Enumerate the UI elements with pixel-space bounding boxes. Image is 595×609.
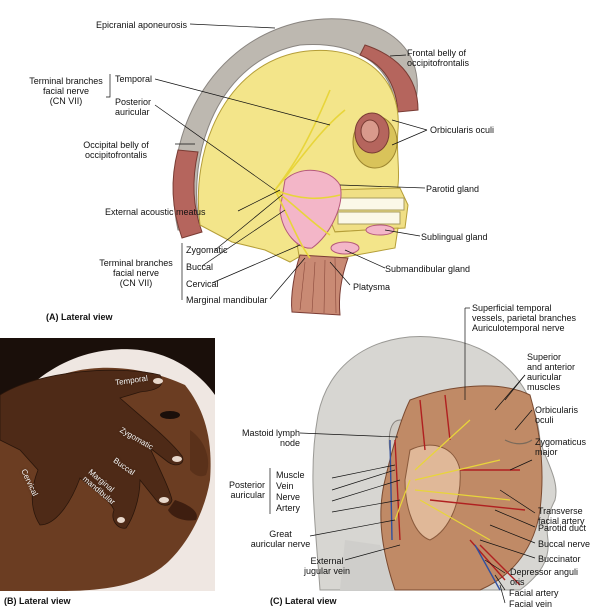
nail-3 <box>159 497 169 503</box>
label-platysma: Platysma <box>353 282 391 292</box>
label-external-jugular-vein: External jugular vein <box>303 556 351 576</box>
caption-panel-c: (C) Lateral view <box>270 596 337 606</box>
label-transverse-facial-artery: Transverse facial artery <box>538 506 585 526</box>
platysma-fibers <box>299 257 337 314</box>
label-terminal-branches-bottom: Terminal branches facial nerve (CN VII) <box>99 258 173 288</box>
nail-2 <box>172 456 182 462</box>
nail-1 <box>153 378 163 384</box>
label-great-auricular-nerve: Great auricular nerve <box>250 529 311 549</box>
label-external-acoustic-meatus: External acoustic meatus <box>105 207 206 217</box>
label-posterior-auricular-a: Posterior auricular <box>115 97 152 117</box>
label-orbicularis-oculi-c: Orbicularis oculi <box>535 405 579 425</box>
label-parotid-duct: Parotid duct <box>538 523 587 533</box>
nose-shape <box>190 430 209 477</box>
upper-teeth <box>337 197 405 211</box>
label-posterior-auricular-c: Posterior auricular <box>228 480 265 500</box>
caption-panel-a: (A) Lateral view <box>46 312 113 322</box>
label-buccal-a: Buccal <box>186 262 214 272</box>
nail-4 <box>117 517 125 523</box>
label-facial-artery: Facial artery <box>509 588 559 598</box>
label-facial-vein: Facial vein <box>509 599 553 609</box>
sublingual-gland-shape <box>365 224 395 236</box>
parotid-gland-shape <box>279 169 342 249</box>
eye-shape <box>160 411 180 419</box>
label-zygomatic-a: Zygomatic <box>186 245 228 255</box>
hair-shape <box>0 338 215 420</box>
hand-shape <box>0 369 184 529</box>
label-superficial-temporal: Superficial temporal vessels, parietal b… <box>472 303 577 333</box>
label-muscle-vein-nerve-artery: Muscle Vein Nerve Artery <box>276 470 305 513</box>
label-epicranial-aponeurosis: Epicranial aponeurosis <box>96 20 188 30</box>
lower-teeth <box>337 211 401 225</box>
neck-shape <box>340 540 395 590</box>
frontal-belly-shape <box>359 44 419 113</box>
eye-c <box>504 439 533 445</box>
label-depressor-anguli-oris: Depressor anguli oris <box>510 567 579 587</box>
label-terminal-branches-top: Terminal branches facial nerve (CN VII) <box>29 76 103 106</box>
parotid-region-c <box>404 444 461 541</box>
label-cervical-a: Cervical <box>186 279 219 289</box>
label-parotid-gland: Parotid gland <box>426 184 480 194</box>
orbicularis-oculi-inner <box>360 119 380 143</box>
label-mastoid-lymph-node: Mastoid lymph node <box>241 428 300 448</box>
panel-b-photo <box>0 338 215 591</box>
platysma-shape <box>291 254 349 316</box>
panel-c-leader-lines <box>269 307 536 604</box>
lips-shape <box>168 500 197 521</box>
caption-panel-b: (B) Lateral view <box>4 596 71 606</box>
label-sublingual-gland: Sublingual gland <box>421 232 488 242</box>
submandibular-gland-shape <box>330 241 360 255</box>
label-occipital-belly: Occipital belly of occipitofrontalis <box>83 140 149 160</box>
label-orbicularis-oculi-a: Orbicularis oculi <box>430 125 495 135</box>
label-buccinator: Buccinator <box>538 554 581 564</box>
panel-a-leader-lines <box>106 23 428 300</box>
label-submandibular-gland: Submandibular gland <box>385 264 471 274</box>
vessels-blue <box>389 439 501 591</box>
label-superior-anterior-auricular: Superior and anterior auricular muscles <box>527 352 576 392</box>
facial-nerve-branches <box>274 89 346 259</box>
nerves-yellow <box>394 419 511 541</box>
label-temporal: Temporal <box>115 74 153 84</box>
vessels-red <box>394 394 526 586</box>
panel-c-dissection <box>312 336 557 591</box>
label-marginal-mandibular-a: Marginal mandibular <box>186 295 268 305</box>
label-zygomaticus-major: Zygomaticus major <box>535 437 587 457</box>
label-frontal-belly: Frontal belly of occipitofrontalis <box>407 48 470 68</box>
label-buccal-nerve: Buccal nerve <box>538 539 591 549</box>
occipital-belly-shape <box>172 149 203 239</box>
